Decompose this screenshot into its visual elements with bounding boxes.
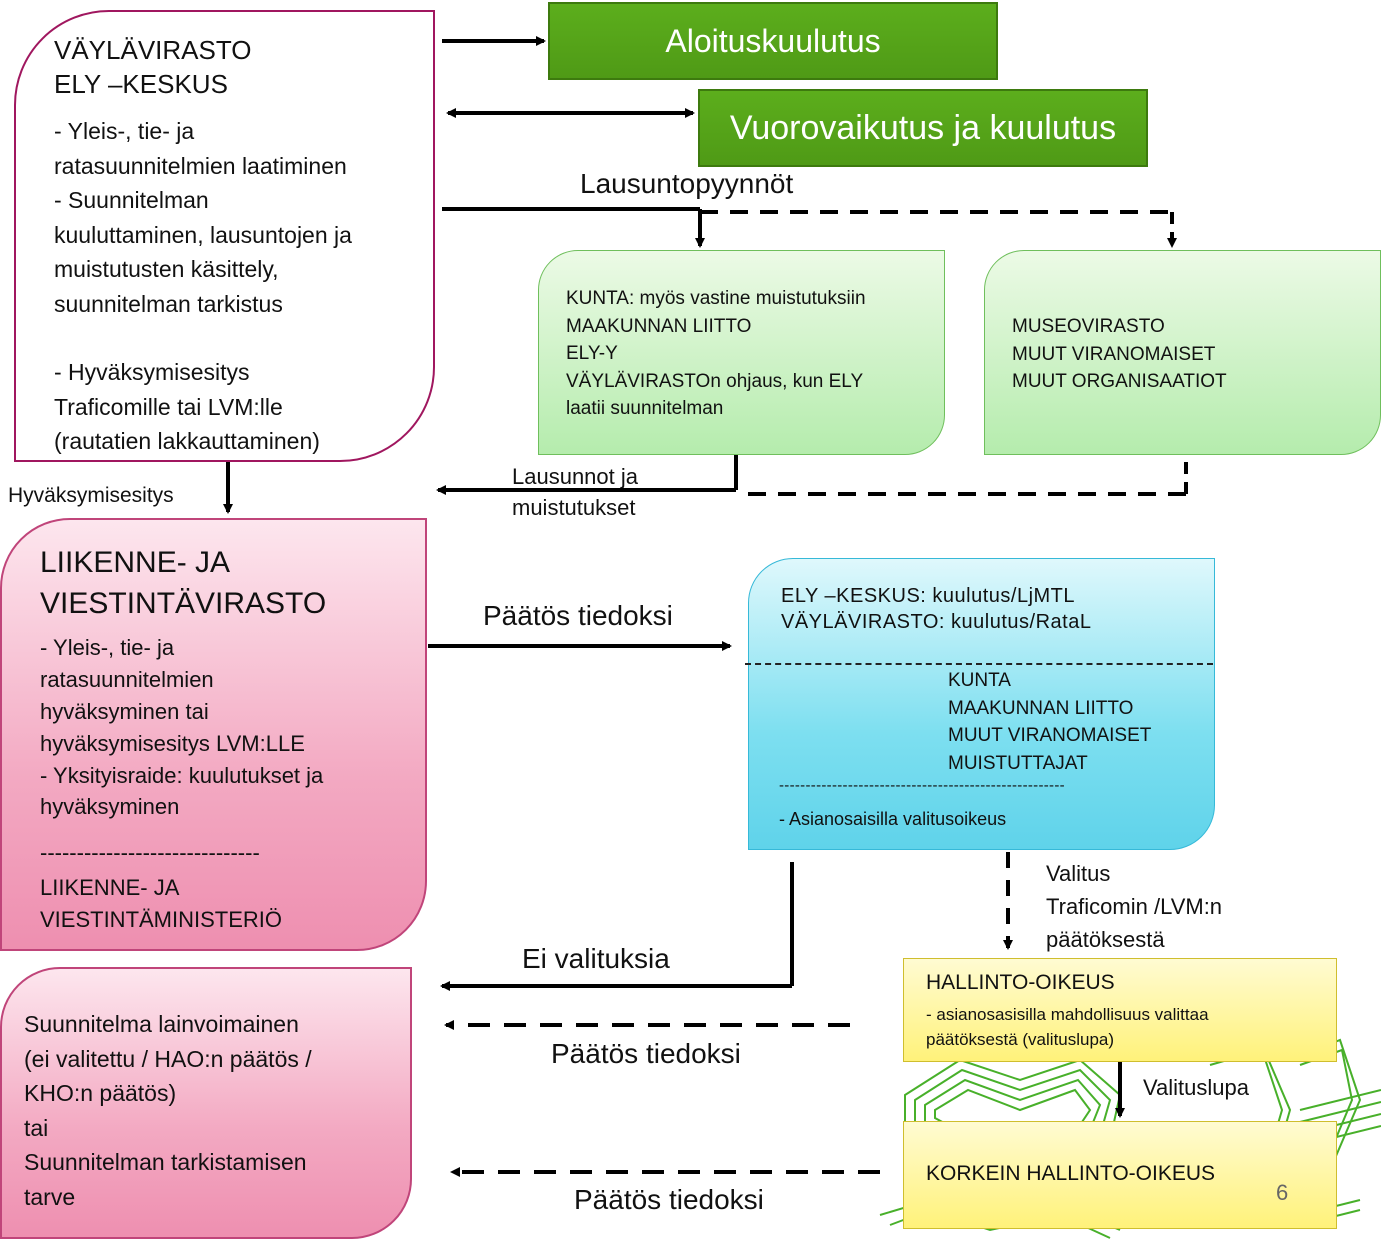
lausuntopyynnot-label: Lausuntopyynnöt: [580, 168, 794, 199]
lainvoimainen-line-4: tai: [24, 1114, 49, 1141]
vaylavirasto-title-2: ELY –KESKUS: [54, 68, 228, 99]
lausunnot-label-1: Lausunnot ja: [512, 464, 638, 489]
hyvaksymisesitys-label: Hyväksymisesitys: [8, 484, 174, 507]
vaylavirasto-title-1: VÄYLÄVIRASTO: [54, 35, 252, 65]
paatos-tiedoksi-label: Päätös tiedoksi: [483, 600, 673, 631]
kho-label: KORKEIN HALLINTO-OIKEUS: [926, 1162, 1216, 1185]
ei-valituksia-label: Ei valituksia: [522, 943, 670, 974]
vaylavirasto-line-8: - Hyväksymisesitys: [54, 359, 250, 385]
vaylavirasto-line-2: ratasuunnitelmien laatiminen: [54, 152, 347, 179]
museo-line-2: MUUT VIRANOMAISET: [1012, 343, 1216, 365]
ely-top-1: ELY –KESKUS: kuulutus/LjMTL: [781, 585, 1076, 607]
kunta-box: KUNTA: myös vastine muistutuksiin MAAKUN…: [538, 250, 945, 455]
vuorovaikutus-label: Vuorovaikutus ja kuulutus: [729, 108, 1117, 147]
kunta-line-5: laatii suunnitelman: [566, 398, 724, 420]
kunta-line-1: KUNTA: myös vastine muistutuksiin: [566, 288, 866, 309]
liikennevirasto-box: LIIKENNE- JA VIESTINTÄVIRASTO - Yleis-, …: [0, 518, 427, 951]
kho-box: KORKEIN HALLINTO-OIKEUS 6: [903, 1121, 1337, 1229]
liikennevirasto-footer-2: VIESTINTÄMINISTERIÖ: [40, 906, 283, 932]
lausunnot-label-2: muistutukset: [512, 494, 636, 520]
museo-line-1: MUSEOVIRASTO: [1012, 316, 1165, 337]
vaylavirasto-line-7: [54, 321, 352, 355]
hallinto-oikeus-line-1: - asianosasisilla mahdollisuus valittaa: [926, 1005, 1209, 1024]
vaylavirasto-line-9: Traficomille tai LVM:lle: [54, 393, 283, 420]
kunta-line-4: VÄYLÄVIRASTOn ohjaus, kun ELY: [566, 370, 864, 392]
ely-bottom-line: - Asianosaisilla valitusoikeus: [779, 809, 1007, 829]
ely-divider: ----------------------------------------…: [779, 777, 1065, 794]
vaylavirasto-line-1: - Yleis-, tie- ja: [54, 118, 195, 144]
museo-line-3: MUUT ORGANISAATIOT: [1012, 371, 1227, 393]
aloituskuulutus-box: Aloituskuulutus: [548, 2, 998, 80]
aloituskuulutus-label: Aloituskuulutus: [665, 22, 881, 59]
ely-middle-2: MAAKUNNAN LIITTO: [948, 697, 1134, 719]
vaylavirasto-line-3: - Suunnitelman: [54, 187, 209, 213]
lainvoimainen-line-5: Suunnitelman tarkistamisen: [24, 1149, 307, 1175]
lainvoimainen-box: Suunnitelma lainvoimainen (ei valitettu …: [0, 967, 412, 1239]
liikennevirasto-line-4: hyväksymisesitys LVM:LLE: [40, 730, 305, 756]
ely-middle-1: KUNTA: [948, 670, 1011, 691]
liikennevirasto-footer-1: LIIKENNE- JA: [40, 875, 180, 900]
museo-box: MUSEOVIRASTO MUUT VIRANOMAISET MUUT ORGA…: [984, 250, 1381, 455]
liikennevirasto-line-3: hyväksyminen tai: [40, 698, 209, 724]
lainvoimainen-line-3: KHO:n päätös): [24, 1080, 177, 1106]
vaylavirasto-box: VÄYLÄVIRASTO ELY –KESKUS - Yleis-, tie- …: [14, 10, 435, 462]
ely-top-2: VÄYLÄVIRASTO: kuulutus/RataL: [781, 611, 1092, 633]
liikennevirasto-line-6: hyväksyminen: [40, 794, 180, 820]
page-number: 6: [1276, 1180, 1289, 1205]
valitus-label-3: päätöksestä: [1046, 927, 1165, 952]
ely-dashed-divider: [745, 663, 1213, 665]
lainvoimainen-line-6: tarve: [24, 1183, 76, 1210]
ely-box: ELY –KESKUS: kuulutus/LjMTL VÄYLÄVIRASTO…: [745, 558, 1215, 850]
paatos-tiedoksi-3-label: Päätös tiedoksi: [574, 1184, 764, 1215]
vaylavirasto-line-10: (rautatien lakkauttaminen): [54, 428, 320, 454]
vuorovaikutus-box: Vuorovaikutus ja kuulutus: [698, 89, 1148, 167]
paatos-tiedoksi-2-label: Päätös tiedoksi: [551, 1038, 741, 1069]
valituslupa-label: Valituslupa: [1143, 1075, 1249, 1100]
lainvoimainen-line-2: (ei valitettu / HAO:n päätös /: [24, 1045, 312, 1072]
kunta-line-3: ELY-Y: [566, 343, 618, 365]
liikennevirasto-title-2: VIESTINTÄVIRASTO: [40, 587, 327, 621]
vaylavirasto-line-4: kuuluttaminen, lausuntojen ja: [54, 221, 352, 248]
ely-middle-3: MUUT VIRANOMAISET: [948, 725, 1152, 747]
hallinto-oikeus-box: HALLINTO-OIKEUS - asianosasisilla mahdol…: [903, 958, 1337, 1062]
kunta-line-2: MAAKUNNAN LIITTO: [566, 315, 752, 337]
liikennevirasto-line-1: - Yleis-, tie- ja: [40, 635, 175, 660]
valitus-label-2: Traficomin /LVM:n: [1046, 894, 1223, 919]
lainvoimainen-line-1: Suunnitelma lainvoimainen: [24, 1011, 299, 1037]
vaylavirasto-line-6: suunnitelman tarkistus: [54, 290, 283, 317]
vaylavirasto-line-5: muistutusten käsittely,: [54, 256, 279, 282]
liikennevirasto-line-2: ratasuunnitelmien: [40, 666, 214, 692]
liikennevirasto-title-1: LIIKENNE- JA: [40, 546, 231, 579]
liikennevirasto-divider: ------------------------------: [40, 840, 260, 865]
liikennevirasto-line-5: - Yksityisraide: kuulutukset ja: [40, 762, 324, 788]
hallinto-oikeus-title: HALLINTO-OIKEUS: [926, 971, 1115, 994]
valitus-label-1: Valitus: [1046, 861, 1111, 886]
hallinto-oikeus-line-2: päätöksestä (valituslupa): [926, 1029, 1115, 1049]
ely-middle-4: MUISTUTTAJAT: [948, 752, 1088, 774]
